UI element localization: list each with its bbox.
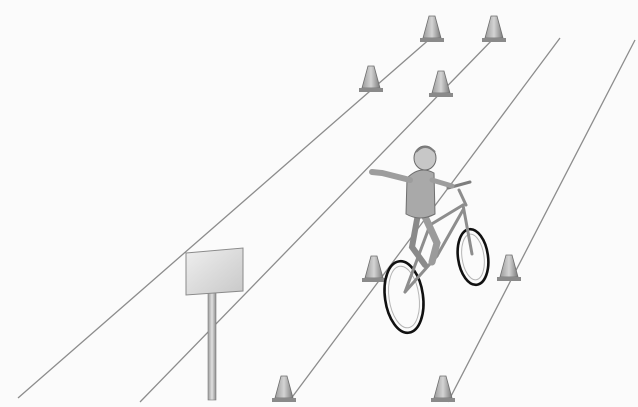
traffic-cones bbox=[272, 16, 521, 402]
lane-line bbox=[448, 40, 635, 402]
traffic-cone-icon bbox=[431, 376, 455, 402]
cyclist-icon bbox=[372, 146, 492, 335]
traffic-cone-icon bbox=[359, 66, 383, 92]
traffic-cone-icon bbox=[420, 16, 444, 42]
traffic-cone-icon bbox=[482, 16, 506, 42]
lane-lines bbox=[18, 37, 635, 402]
traffic-cone-icon bbox=[362, 256, 386, 282]
traffic-cone-icon bbox=[272, 376, 296, 402]
blank-sign-icon bbox=[186, 248, 243, 400]
